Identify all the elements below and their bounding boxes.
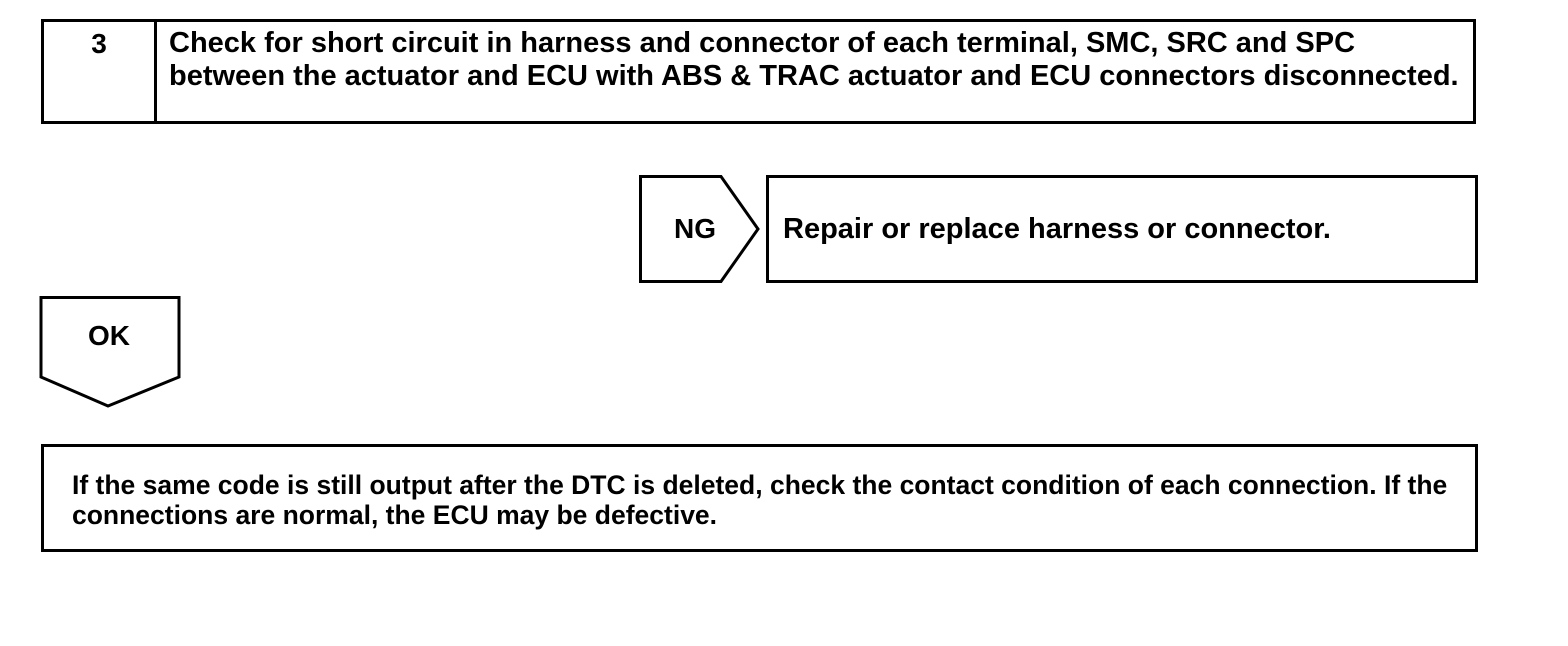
note-box: If the same code is still output after t… xyxy=(41,444,1478,552)
step-number: 3 xyxy=(44,22,157,121)
ng-result-box: Repair or replace harness or connector. xyxy=(766,175,1478,283)
ok-label: OK xyxy=(88,320,130,351)
step-box: 3 Check for short circuit in harness and… xyxy=(41,19,1476,124)
ok-arrow-shape xyxy=(39,296,181,408)
ng-arrow-shape xyxy=(639,175,760,283)
ng-label: NG xyxy=(674,213,716,244)
step-text: Check for short circuit in harness and c… xyxy=(169,27,1459,92)
